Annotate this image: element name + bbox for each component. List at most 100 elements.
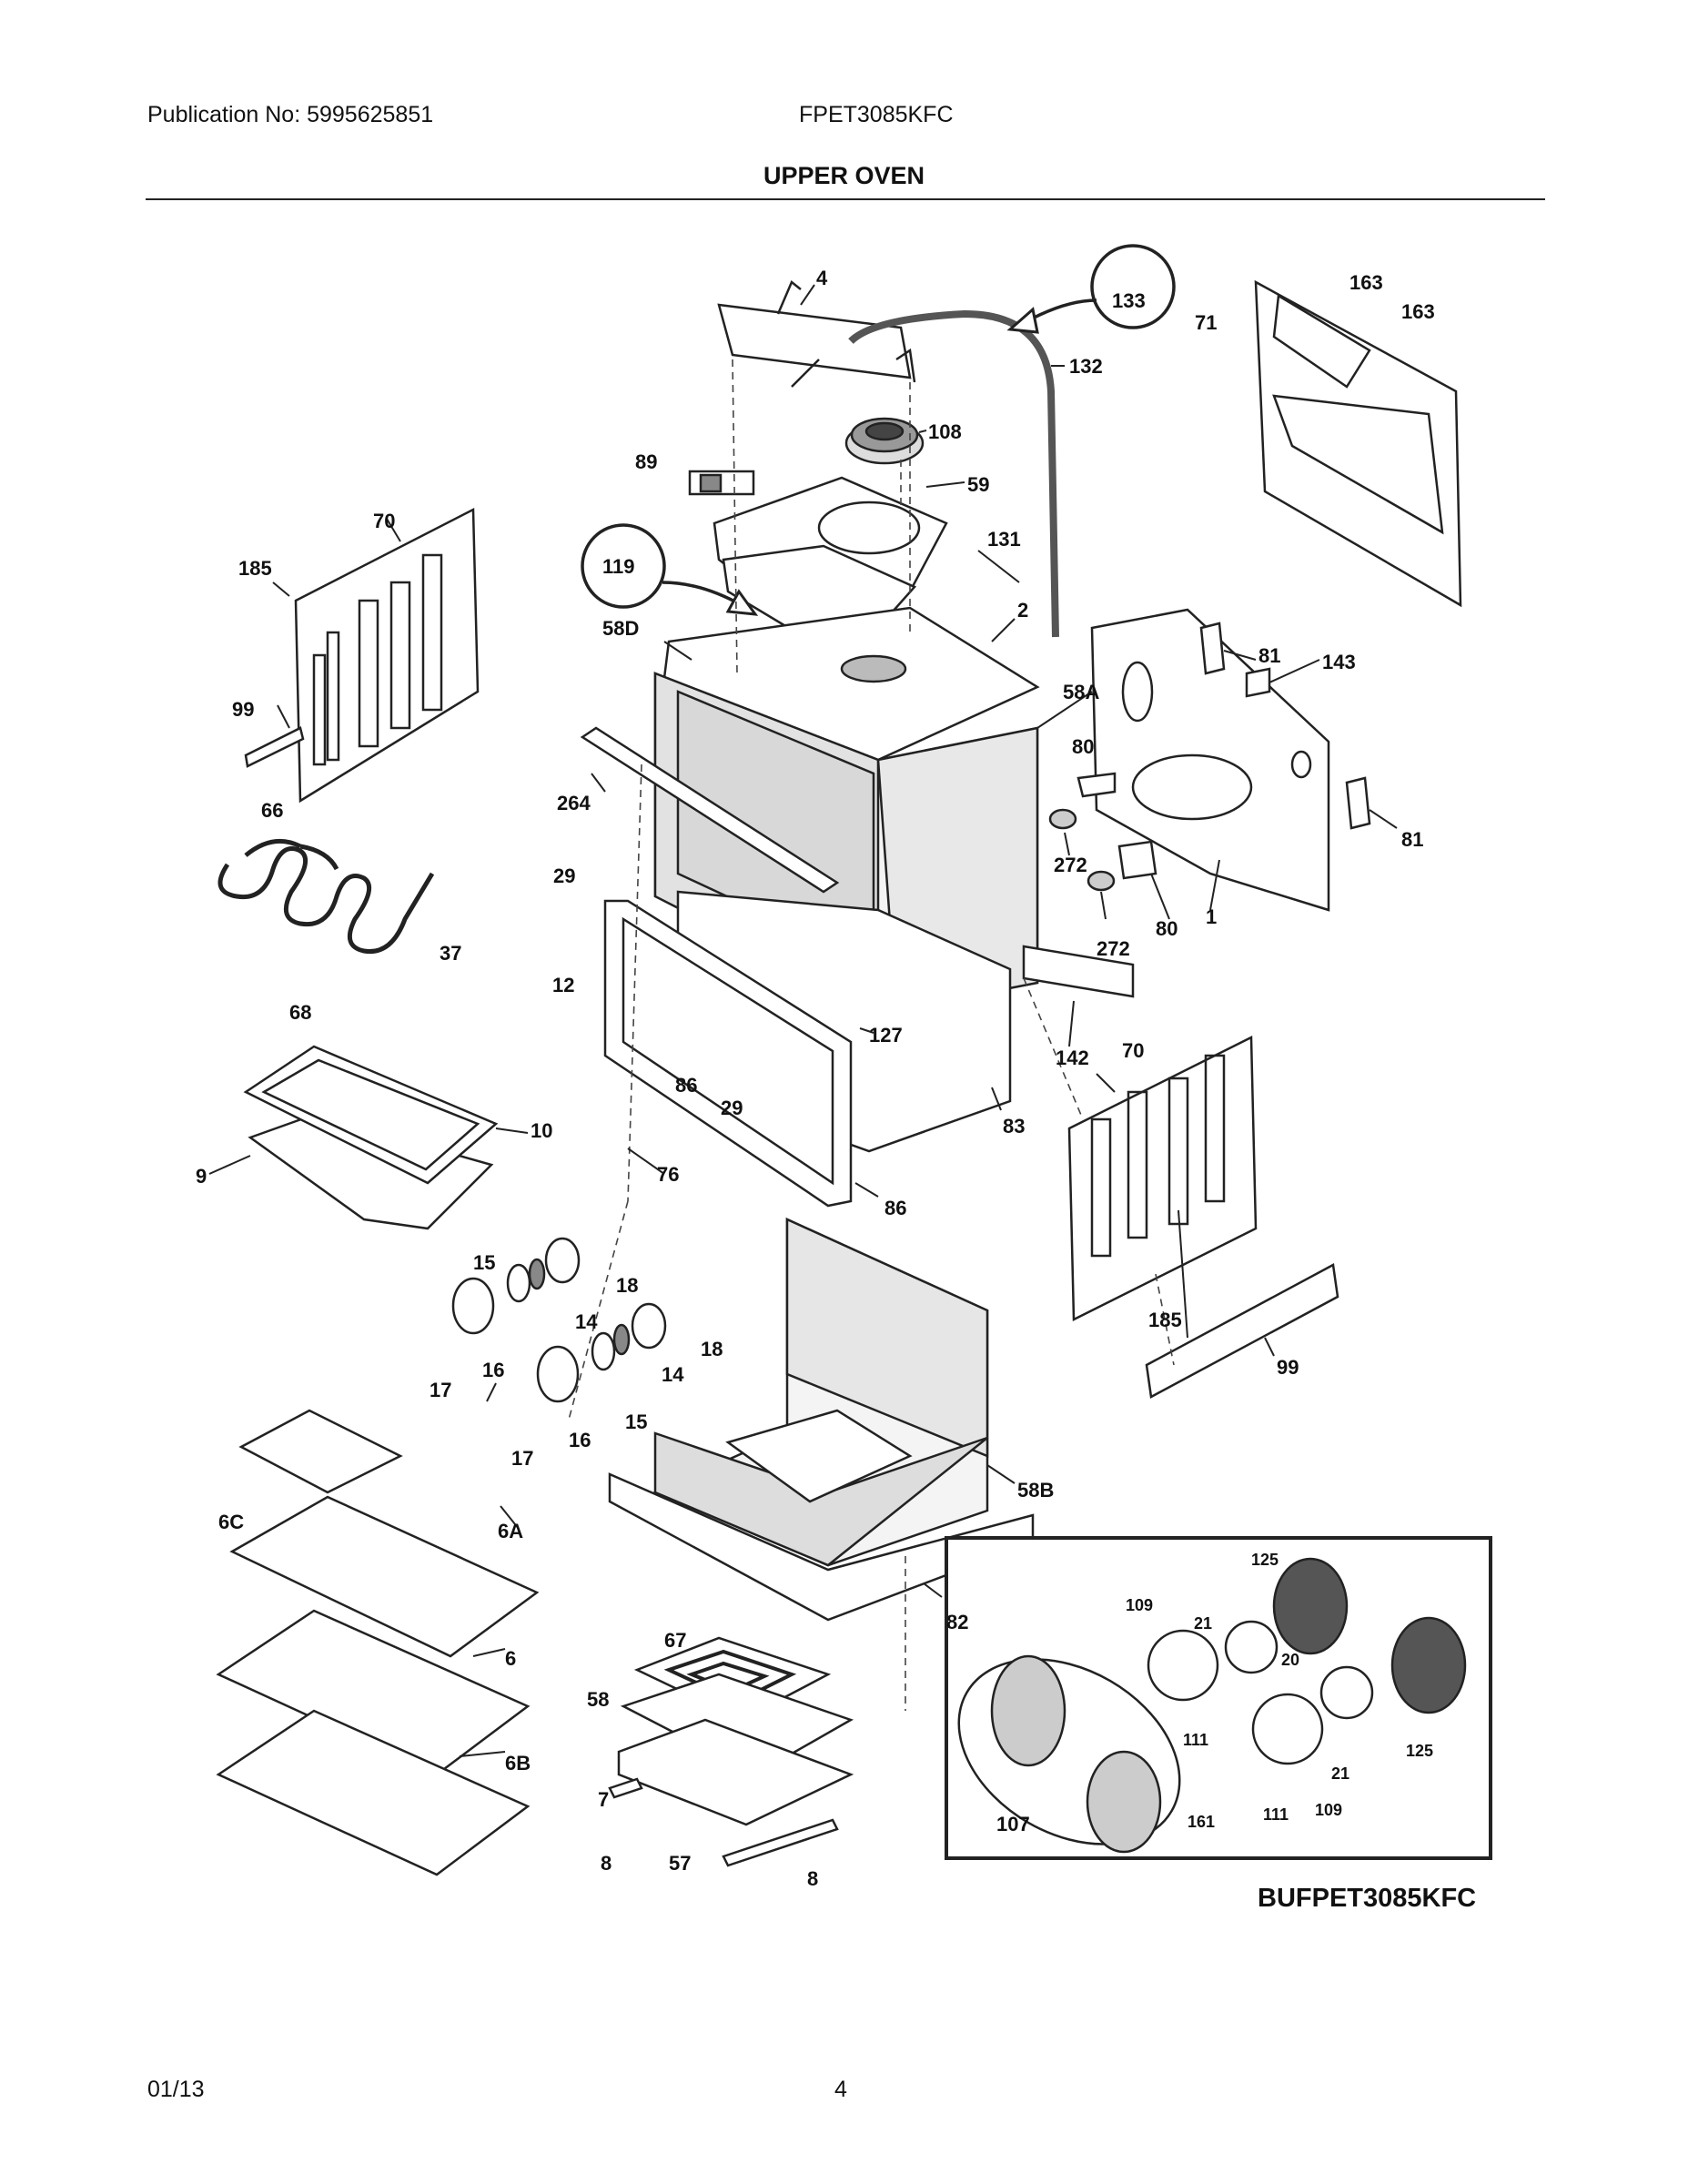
part-side-panel-left	[294, 507, 480, 804]
label-68: 68	[289, 1001, 311, 1024]
label-86a: 86	[675, 1074, 697, 1097]
part-trim-strip-b	[722, 1818, 839, 1867]
part-broil-element	[217, 838, 435, 955]
label-15a: 15	[473, 1251, 495, 1274]
label-80a: 80	[1072, 735, 1094, 758]
inset-fan-blade-b	[1251, 1693, 1324, 1765]
label-133: 133	[1112, 289, 1146, 312]
publication-number: Publication No: 5995625851	[147, 102, 434, 127]
label-71: 71	[1195, 311, 1217, 334]
label-6A: 6A	[498, 1520, 523, 1542]
label-163b: 163	[1401, 300, 1435, 323]
page-title: UPPER OVEN	[763, 162, 925, 189]
part-bracket	[688, 470, 755, 496]
part-top-cover	[717, 279, 916, 388]
part-front-frame	[580, 726, 840, 894]
label-272b: 272	[1097, 937, 1130, 960]
label-127: 127	[869, 1024, 903, 1046]
part-vent-tube	[848, 309, 1059, 638]
label-80b: 80	[1156, 917, 1178, 940]
part-heat-shield	[1022, 945, 1135, 998]
part-side-panel-right	[1067, 1036, 1258, 1321]
label-81a: 81	[1258, 644, 1280, 667]
label-17a: 17	[430, 1379, 451, 1401]
label-83: 83	[1003, 1115, 1025, 1138]
label-17b: 17	[511, 1447, 533, 1470]
label-18b: 18	[701, 1338, 723, 1360]
part-bracket-81b	[1345, 776, 1371, 830]
label-143: 143	[1322, 651, 1356, 673]
inset-fan-motor-a	[1272, 1557, 1349, 1655]
label-86b: 86	[884, 1197, 906, 1219]
part-lower-liner	[652, 1218, 989, 1567]
footer-date: 01/13	[147, 2077, 205, 2102]
label-131: 131	[987, 528, 1021, 551]
part-door-frame	[603, 899, 853, 1208]
model-number: FPET3085KFC	[799, 102, 954, 127]
label-272a: 272	[1054, 854, 1087, 876]
inset-label-109b: 109	[1315, 1801, 1342, 1819]
label-57: 57	[669, 1852, 691, 1875]
part-oven-rack-6C	[238, 1409, 403, 1494]
part-lamp-assembly-a	[451, 1237, 581, 1335]
label-8b: 8	[807, 1867, 818, 1890]
inset-label-125a: 125	[1251, 1551, 1279, 1569]
part-oven-rack-6A	[229, 1495, 540, 1658]
inset-label-20: 20	[1281, 1651, 1299, 1669]
label-58: 58	[587, 1688, 609, 1711]
part-right-rail	[1145, 1263, 1339, 1399]
inset-label-107: 107	[996, 1813, 1030, 1835]
callout-circle-119	[581, 523, 666, 609]
inset-washer-a	[1224, 1620, 1279, 1674]
label-185a: 185	[238, 557, 272, 580]
label-58B: 58B	[1017, 1479, 1054, 1502]
part-bottom-panel	[617, 1718, 854, 1826]
label-70b: 70	[1122, 1039, 1144, 1062]
label-37: 37	[440, 942, 461, 965]
label-29b: 29	[721, 1097, 743, 1119]
label-6C: 6C	[218, 1511, 244, 1533]
label-76: 76	[657, 1163, 679, 1186]
label-16b: 16	[569, 1429, 591, 1451]
part-insulator-a	[1048, 808, 1077, 830]
label-59: 59	[967, 473, 989, 496]
label-18a: 18	[616, 1274, 638, 1297]
inset-title: BUFPET3085KFC	[1258, 1884, 1476, 1913]
label-12: 12	[552, 974, 574, 996]
label-58A: 58A	[1063, 681, 1099, 703]
label-70a: 70	[373, 510, 395, 532]
label-99a: 99	[232, 698, 254, 721]
label-8a: 8	[601, 1852, 612, 1875]
part-lamp-assembly-b	[536, 1302, 667, 1403]
inset-label-111a: 111	[1183, 1731, 1208, 1749]
label-10: 10	[531, 1119, 552, 1142]
label-108: 108	[928, 420, 962, 443]
label-132: 132	[1069, 355, 1103, 378]
label-16a: 16	[482, 1359, 504, 1381]
footer-page-number: 4	[834, 2077, 847, 2102]
inset-label-111b: 111	[1263, 1805, 1289, 1824]
label-15b: 15	[625, 1410, 647, 1433]
part-insulator-b	[1087, 870, 1116, 892]
label-58D: 58D	[602, 617, 639, 640]
inset-fan-blade-a	[1147, 1629, 1219, 1702]
label-9: 9	[196, 1165, 207, 1188]
label-1: 1	[1206, 905, 1217, 928]
label-2: 2	[1017, 599, 1028, 622]
label-29a: 29	[553, 864, 575, 887]
label-6: 6	[505, 1647, 516, 1670]
part-top-panel	[662, 606, 1040, 762]
label-81b: 81	[1401, 828, 1423, 851]
part-back-wall	[1090, 608, 1330, 912]
part-oven-rack-6B	[216, 1709, 531, 1876]
part-bracket-143	[1245, 667, 1271, 698]
label-66: 66	[261, 799, 283, 822]
inset-label-109a: 109	[1126, 1596, 1153, 1614]
label-82: 82	[946, 1611, 968, 1633]
part-rear-panel	[1254, 279, 1462, 608]
label-142: 142	[1056, 1046, 1089, 1069]
label-264: 264	[557, 792, 591, 814]
part-blower-motor	[844, 417, 925, 465]
label-185b: 185	[1148, 1309, 1182, 1331]
